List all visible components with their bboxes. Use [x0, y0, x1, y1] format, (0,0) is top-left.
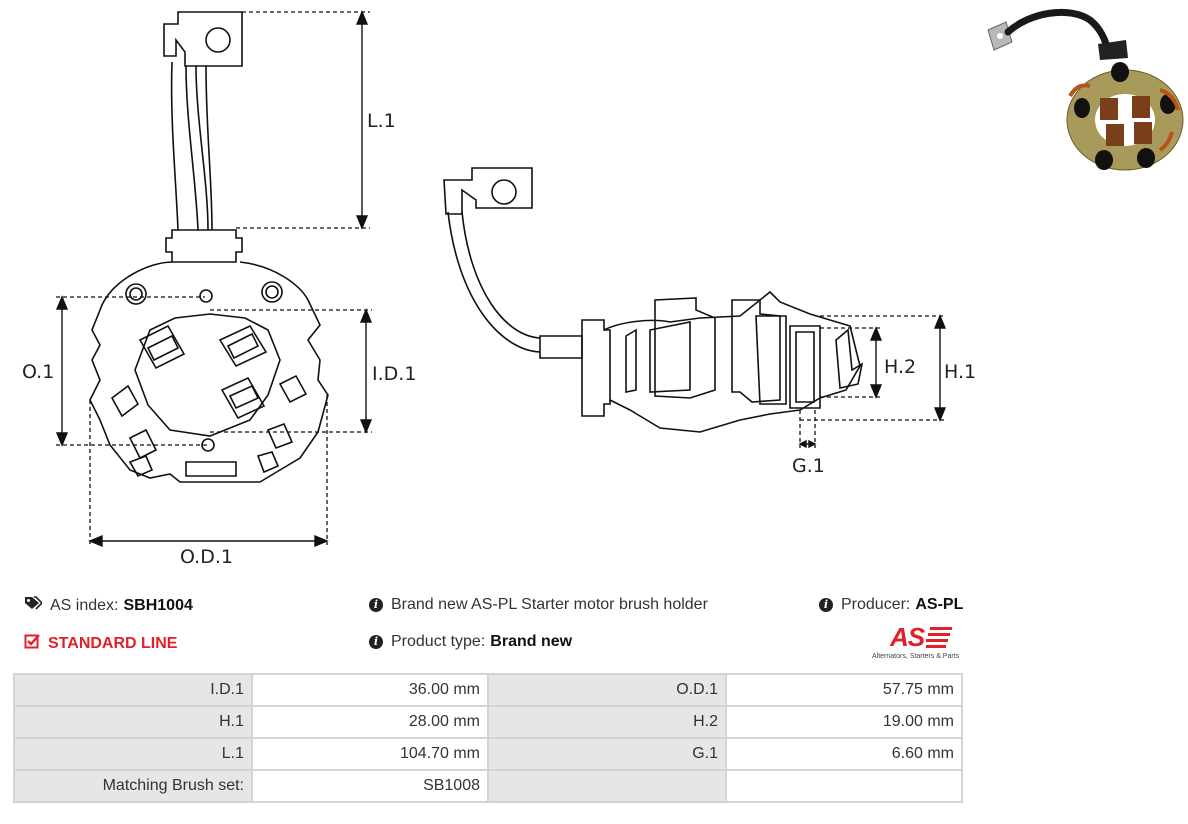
spec-value: 6.60 mm — [725, 737, 963, 771]
specs-table: I.D.1 36.00 mm O.D.1 57.75 mm H.1 28.00 … — [13, 673, 963, 803]
spec-label: I.D.1 — [13, 673, 253, 707]
side-brush — [789, 325, 821, 409]
spec-label — [487, 769, 727, 803]
producer: i Producer: AS-PL — [819, 596, 963, 614]
dim-label-l1: L.1 — [367, 110, 396, 132]
dim-label-id1: I.D.1 — [372, 363, 416, 385]
brush-2 — [218, 324, 268, 368]
spec-value: 36.00 mm — [251, 673, 489, 707]
info-icon: i — [819, 598, 833, 612]
side-terminal-tab — [443, 167, 533, 215]
wire-connector — [165, 229, 243, 263]
brush-1 — [138, 324, 186, 370]
logo-stripes-icon — [926, 627, 952, 648]
info-icon: i — [369, 598, 383, 612]
spec-label: H.1 — [13, 705, 253, 739]
tags-icon — [24, 596, 44, 615]
spec-label: L.1 — [13, 737, 253, 771]
logo-mark: AS — [890, 622, 925, 652]
terminal-hole — [205, 27, 231, 53]
brush-plate — [134, 313, 281, 437]
checkbox-icon — [24, 633, 40, 654]
dim-label-o1: O.1 — [22, 361, 54, 383]
standard-line-label: STANDARD LINE — [48, 634, 178, 652]
dim-label-h1: H.1 — [944, 361, 976, 383]
as-index-value: SBH1004 — [123, 596, 193, 614]
as-index-label: AS index: — [50, 596, 119, 614]
spec-value — [725, 769, 963, 803]
spec-label: G.1 — [487, 737, 727, 771]
logo-tagline: Alternators, Starters & Parts — [872, 653, 960, 660]
spec-value: 19.00 mm — [725, 705, 963, 739]
table-row: Matching Brush set: SB1008 — [13, 769, 963, 803]
spec-label: O.D.1 — [487, 673, 727, 707]
producer-label: Producer: — [841, 596, 911, 613]
side-connector — [539, 335, 583, 359]
table-row: I.D.1 36.00 mm O.D.1 57.75 mm — [13, 673, 963, 707]
side-body — [603, 290, 861, 433]
table-row: H.1 28.00 mm H.2 19.00 mm — [13, 705, 963, 739]
info-icon: i — [369, 635, 383, 649]
table-row: L.1 104.70 mm G.1 6.60 mm — [13, 737, 963, 771]
dim-label-g1: G.1 — [792, 455, 825, 477]
spec-value: 104.70 mm — [251, 737, 489, 771]
spec-label: Matching Brush set: — [13, 769, 253, 803]
as-pl-logo: AS Alternators, Starters & Parts — [868, 622, 968, 664]
terminal-tab — [163, 11, 243, 67]
spec-value: 57.75 mm — [725, 673, 963, 707]
product-type-value: Brand new — [490, 633, 573, 650]
description: i Brand new AS-PL Starter motor brush ho… — [369, 596, 708, 614]
product-type-label: Product type: — [391, 633, 486, 650]
spec-value: SB1008 — [251, 769, 489, 803]
brush-3 — [220, 376, 266, 420]
spec-label: H.2 — [487, 705, 727, 739]
as-index: AS index: SBH1004 — [24, 596, 193, 615]
dim-label-h2: H.2 — [884, 356, 916, 378]
product-type: i Product type: Brand new — [369, 633, 572, 651]
holder-body — [89, 261, 329, 483]
description-text: Brand new AS-PL Starter motor brush hold… — [391, 596, 708, 613]
side-lead-wire — [447, 211, 541, 353]
dim-label-od1: O.D.1 — [180, 546, 233, 568]
spec-value: 28.00 mm — [251, 705, 489, 739]
technical-drawing: L.1 O.1 I.D.1 O.D.1 H.1 H.2 G.1 — [22, 8, 1184, 568]
lead-wire — [170, 61, 213, 231]
product-photo — [987, 8, 1184, 171]
producer-value: AS-PL — [915, 596, 964, 613]
standard-line: STANDARD LINE — [24, 633, 177, 654]
